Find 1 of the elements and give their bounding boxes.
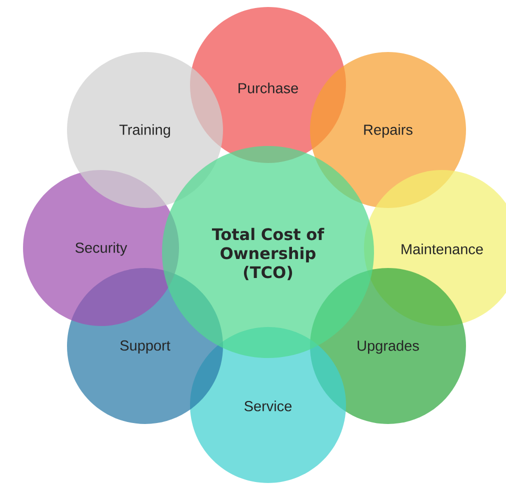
circle-node: Training: [67, 52, 223, 208]
